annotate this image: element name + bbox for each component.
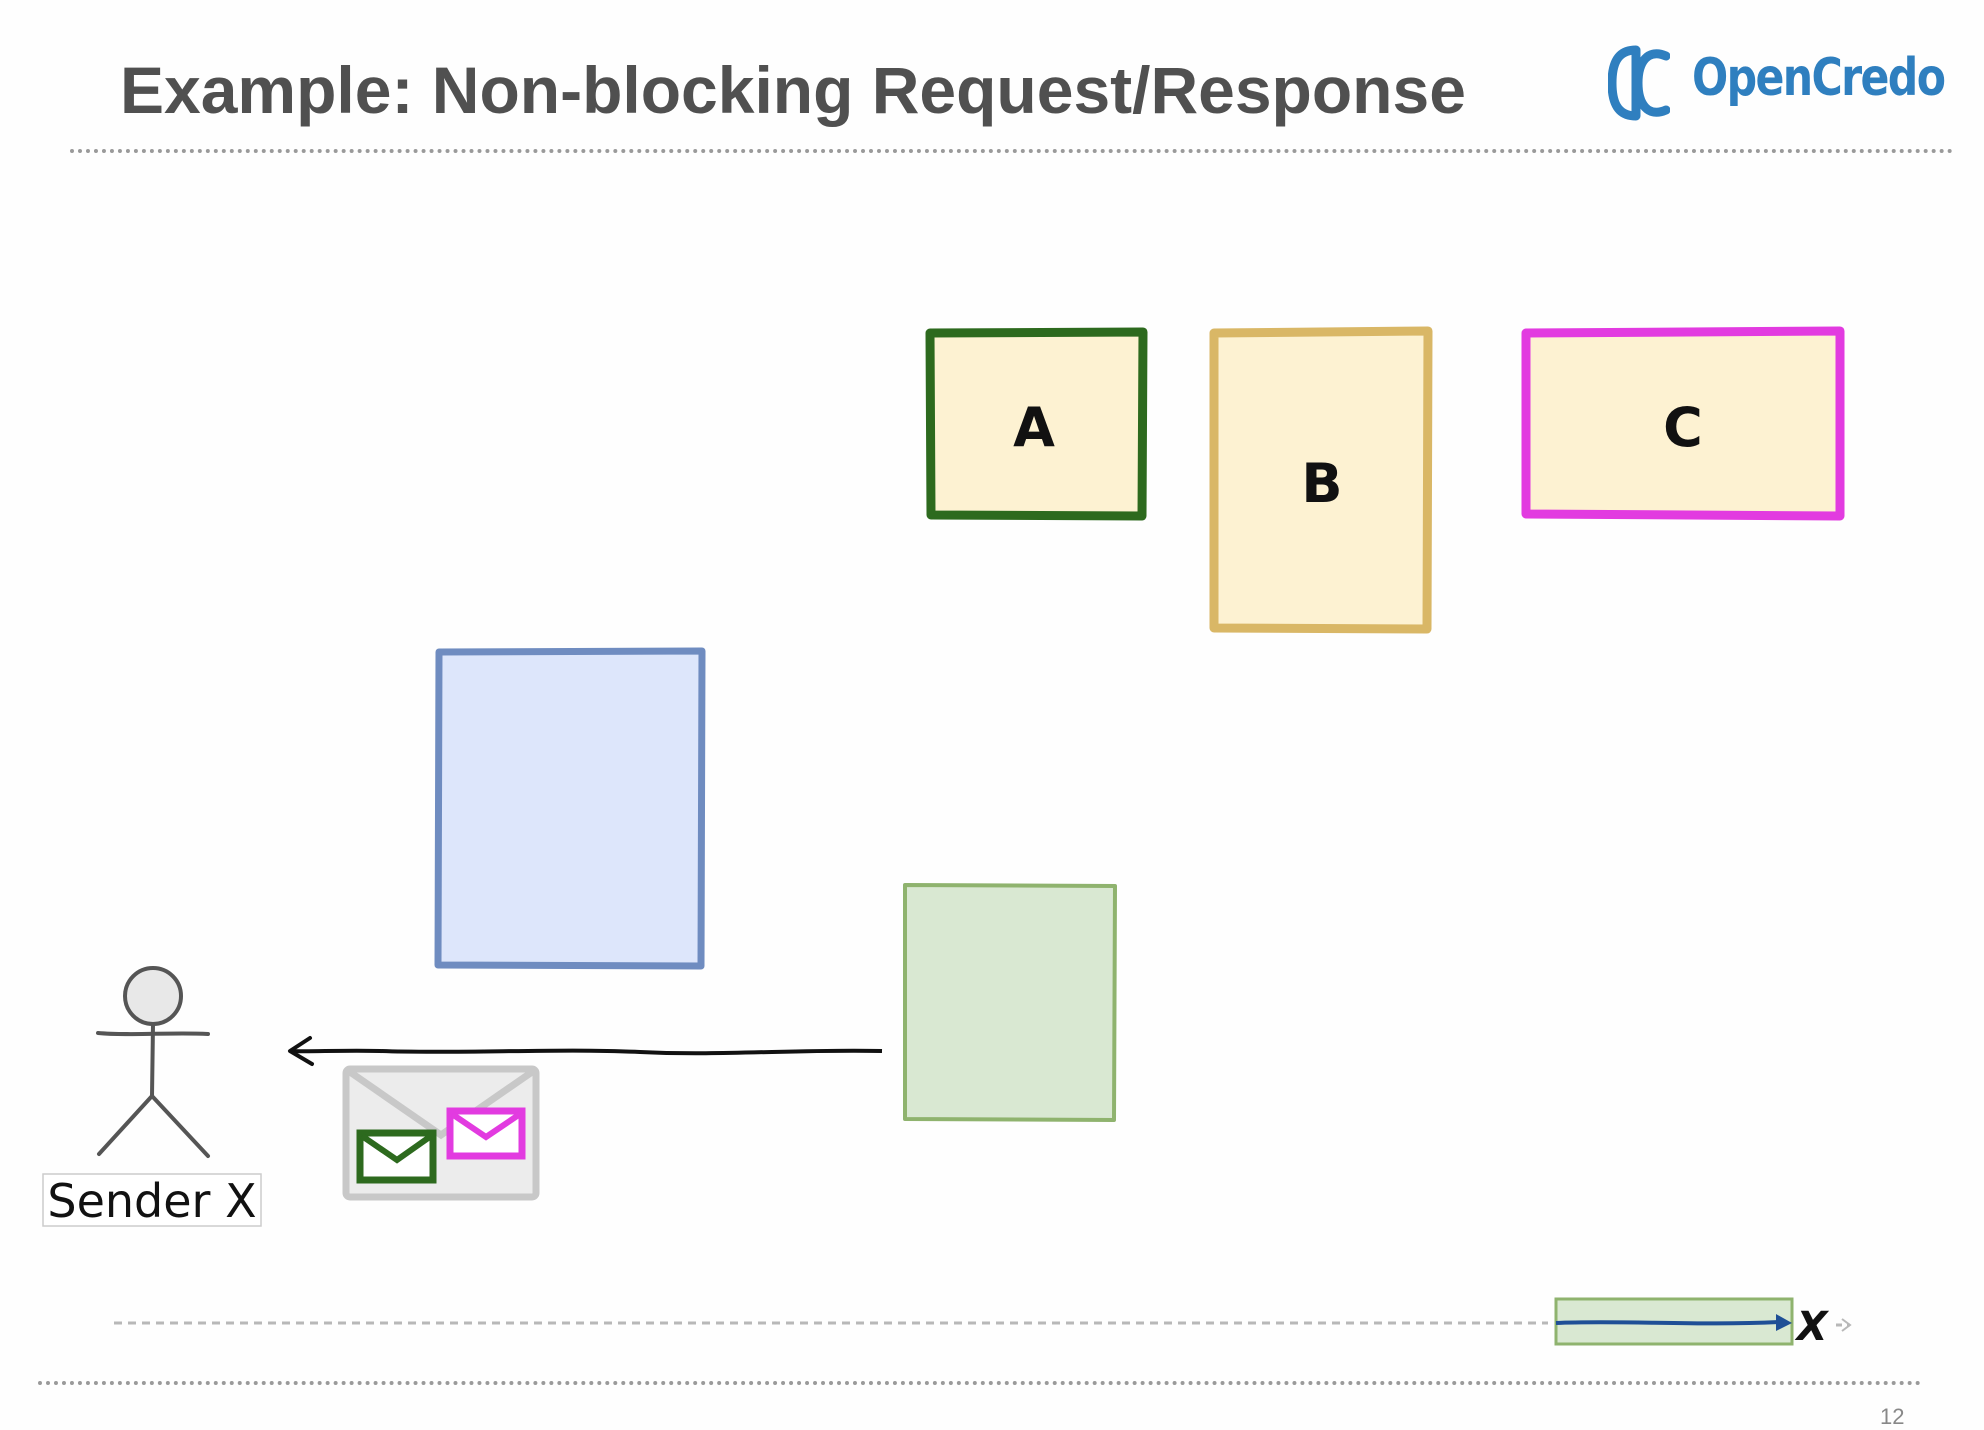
actor-c: C [1521,326,1845,521]
opencredo-logo-icon [1608,45,1670,121]
pink-envelope-icon [446,1107,526,1160]
page-number: 12 [1880,1404,1905,1429]
footer-divider [38,1381,1922,1385]
opencredo-logo: OpenCredo [1608,42,1946,124]
envelope-group-icon [342,1065,540,1201]
actor-b: B [1209,326,1433,634]
actor-b-label: B [1301,452,1342,515]
actor-a-label: A [1013,396,1055,459]
timeline-end-marker: X [1794,1304,1830,1350]
response-arrow [288,1036,883,1066]
sender-label-text: Sender X [47,1174,256,1228]
blue-block [434,647,706,970]
sender-label: Sender X [42,1173,262,1228]
header-divider [70,149,1954,153]
actor-a: A [925,327,1148,521]
actor-c-label: C [1663,396,1703,459]
stick-figure-icon [96,966,210,1158]
green-envelope-icon [356,1129,437,1184]
timeline: X [114,1297,1852,1350]
green-block [903,883,1117,1122]
logo-text: OpenCredo [1692,48,1946,108]
slide-title: Example: Non-blocking Request/Response [120,53,1466,127]
